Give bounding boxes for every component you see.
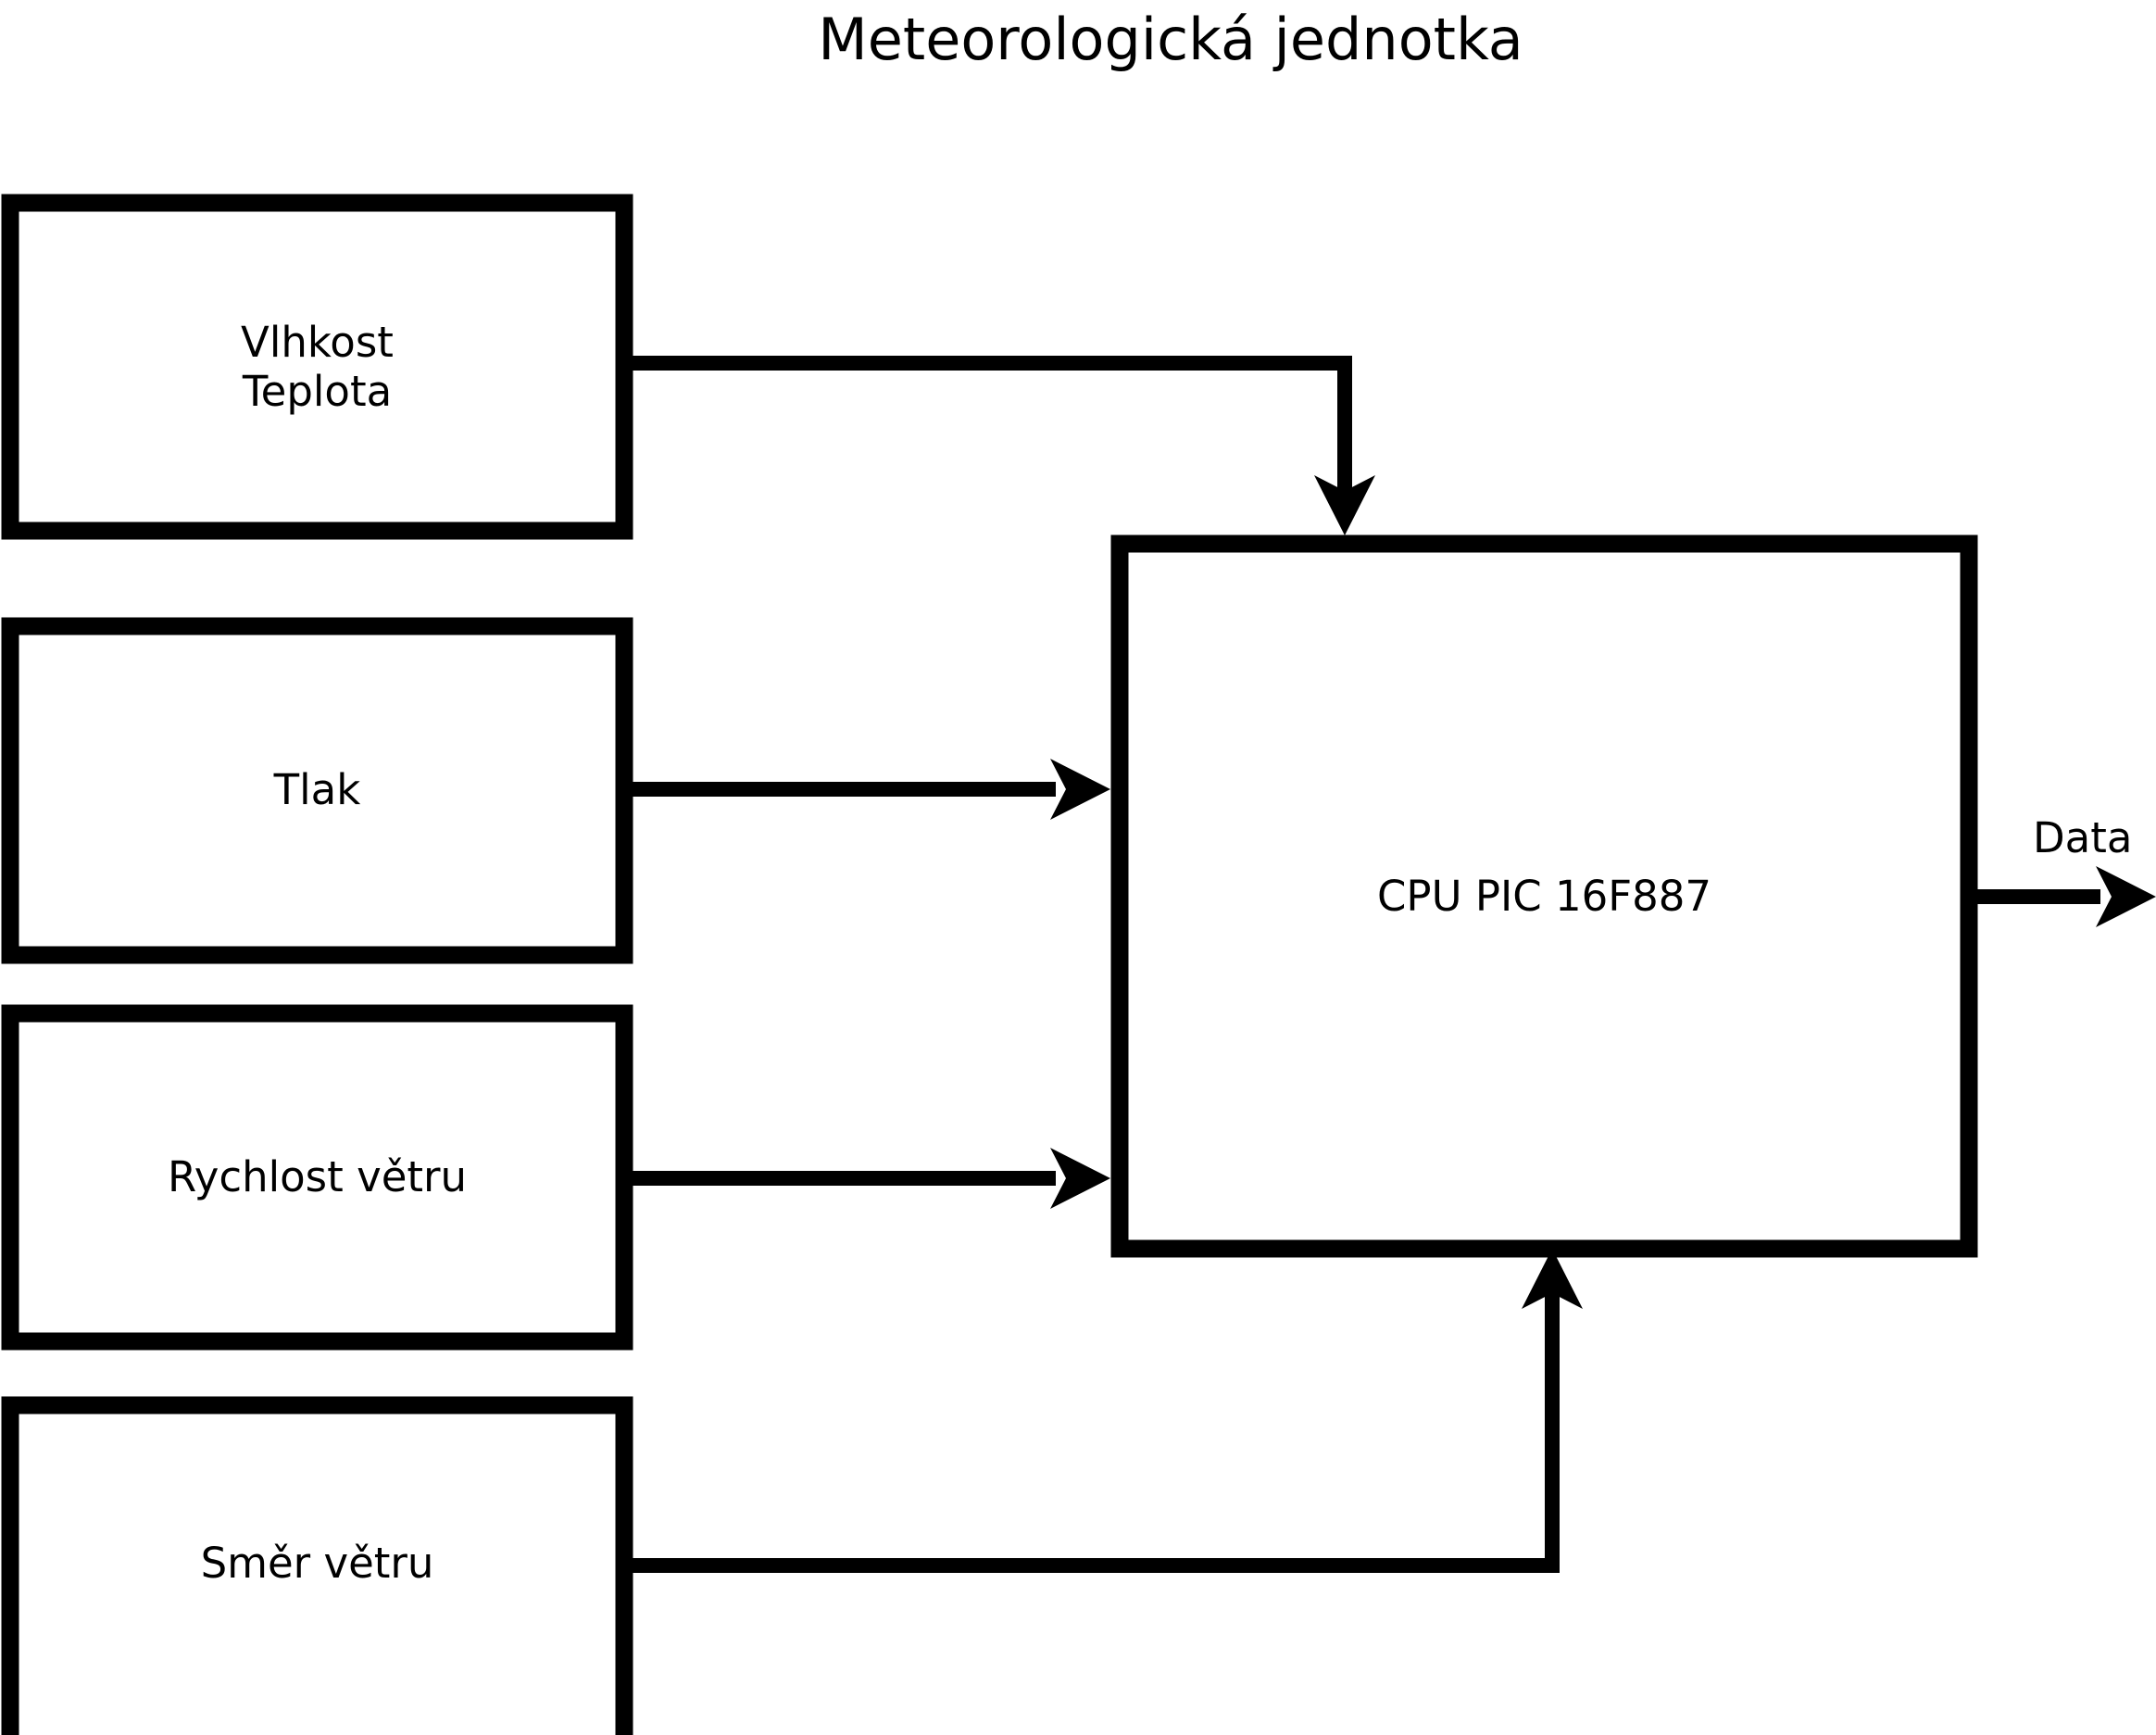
arrowhead-right-icon [1050, 759, 1110, 820]
arrowhead-up-icon [1522, 1249, 1583, 1309]
block-wind-direction[interactable] [1, 1396, 633, 1735]
arrowhead-right-icon [1050, 1148, 1110, 1209]
block-wind-speed[interactable] [1, 1004, 633, 1351]
block-humidity-temperature[interactable] [1, 194, 633, 540]
connector-wind-speed-to-cpu [633, 1148, 1110, 1209]
arrowhead-down-icon [1314, 475, 1375, 535]
connector-pressure-to-cpu [633, 759, 1110, 820]
arrowhead-right-icon [2096, 866, 2156, 927]
connector-humidity-temperature-to-cpu [633, 356, 1375, 535]
block-pressure[interactable] [1, 617, 633, 964]
connector-wind-direction-to-cpu [633, 1249, 1583, 1573]
block-cpu[interactable] [1110, 534, 1978, 1258]
connector-cpu-to-data-output [1969, 866, 2156, 927]
